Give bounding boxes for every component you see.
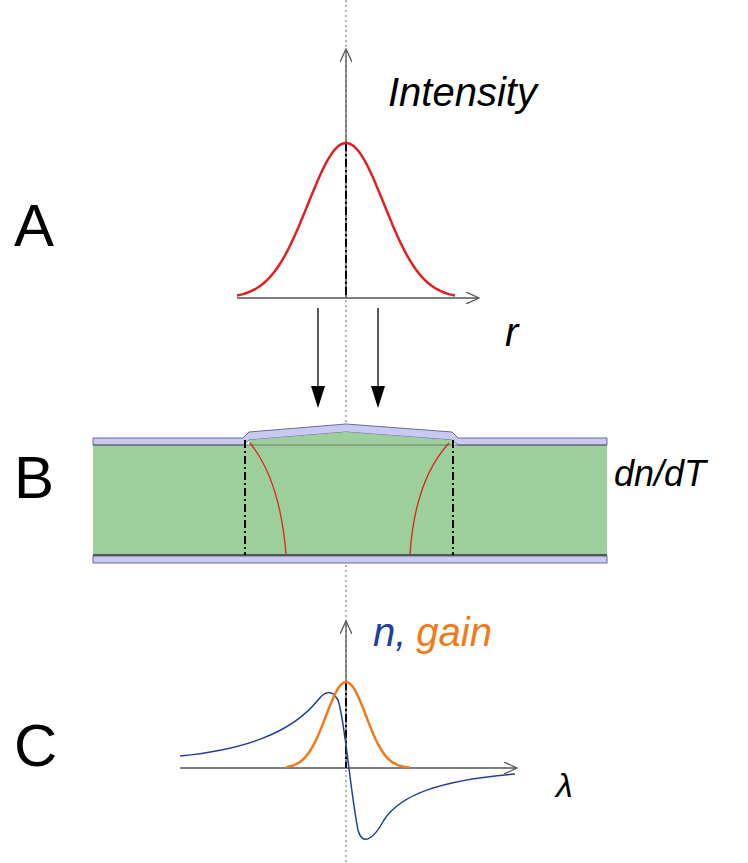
beam-axis	[345, 143, 347, 298]
wavelength-axis	[180, 767, 516, 768]
thermal-lens-contour	[410, 443, 449, 554]
heat-arrows	[311, 308, 385, 408]
panel-label: C	[14, 716, 57, 776]
top-plate-bulged	[93, 424, 607, 445]
slab-label: dn/dT	[614, 456, 706, 492]
intensity-axis	[345, 50, 346, 298]
r-axis	[237, 297, 478, 298]
gain-medium-slab	[93, 445, 607, 555]
axis-label-gain: gain	[416, 612, 492, 652]
bulge-fill	[249, 432, 452, 445]
heated-zone-edge	[244, 440, 246, 555]
axis-label: r	[505, 312, 518, 352]
heated-zone-edge	[452, 440, 454, 555]
intensity-profile	[237, 143, 455, 295]
index-dispersion-curve	[180, 693, 515, 840]
thermal-lens-contour	[250, 443, 286, 554]
gain-curve	[286, 682, 410, 768]
axis-label: λ	[556, 768, 573, 802]
axis-label-index: n,	[373, 612, 406, 652]
panel-label: B	[14, 448, 54, 508]
bottom-plate	[93, 556, 607, 563]
axis-label: Intensity	[388, 72, 537, 112]
panel-label: A	[14, 196, 54, 256]
